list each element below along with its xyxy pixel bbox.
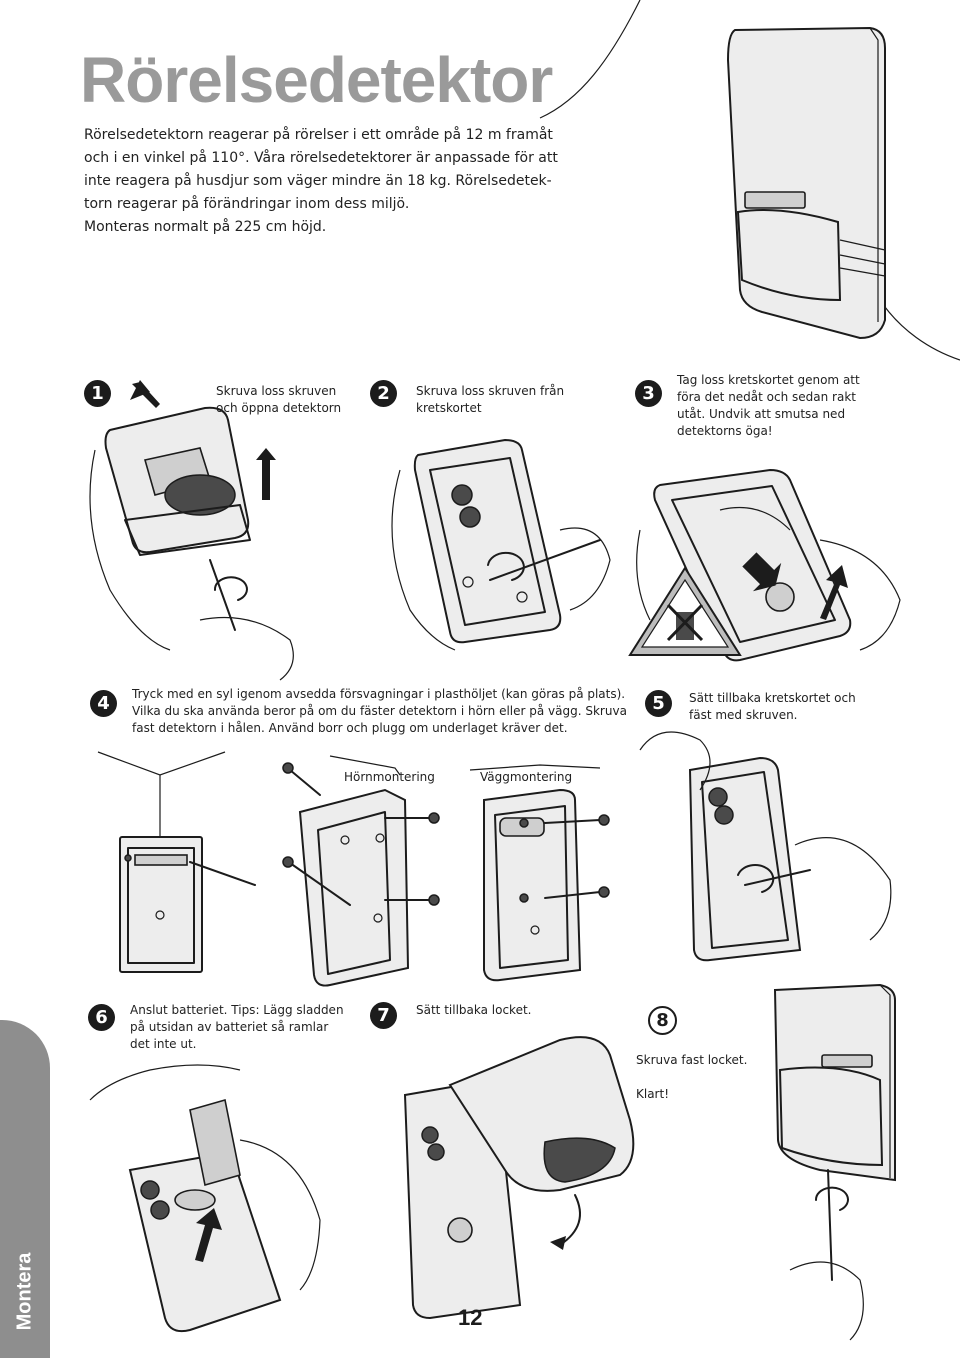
step7-illustration [405,1037,633,1318]
step-number-7: 7 [370,1002,397,1029]
wall-mounting-label: Väggmontering [480,770,572,784]
step-number-5: 5 [645,690,672,717]
step-number-6: 6 [88,1004,115,1031]
step8-illustration [775,985,895,1340]
step-number-2: 2 [370,380,397,407]
step-4-text: Tryck med en syl igenom avsedda försvagn… [132,686,627,737]
step5-illustration [640,732,891,960]
step-1-text: Skruva loss skruven och öppna detektorn [216,383,341,417]
step-3-text: Tag loss kretskortet genom att föra det … [677,372,860,440]
step-2-text: Skruva loss skruven från kretskortet [416,383,564,417]
step-number-3: 3 [635,380,662,407]
intro-text: Rörelsedetektorn reagerar på rörelser i … [84,124,524,239]
step-5-text: Sätt tillbaka kretskortet och fäst med s… [689,690,856,724]
step-number-1: 1 [84,380,111,407]
step1-illustration [90,380,293,680]
page-number: 12 [458,1305,482,1331]
step-number-4: 4 [90,690,117,717]
page-title: Rörelsedetektor [80,48,552,112]
step4-illustration [98,752,609,986]
step-number-8: 8 [648,1006,677,1035]
motion-detector-illustration [728,28,885,338]
step-8-text: Skruva fast locket. Klart! [636,1052,747,1103]
step-6-text: Anslut batteriet. Tips: Lägg sladden på … [130,1002,344,1053]
step-7-text: Sätt tillbaka locket. [416,1002,531,1019]
corner-mounting-label: Hörnmontering [344,770,435,784]
step2-illustration [392,440,610,650]
step3-illustration [630,470,900,660]
step6-illustration [90,1065,320,1331]
